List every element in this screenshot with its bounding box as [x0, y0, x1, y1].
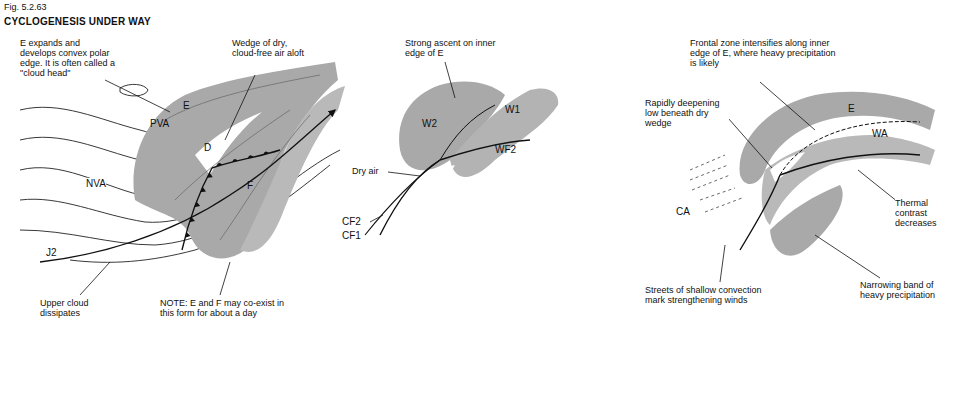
- annotation-label: Frontal zone intensifies along inner edg…: [690, 38, 836, 68]
- region-symbol: F: [247, 180, 253, 191]
- region-symbol: E: [848, 103, 855, 114]
- annotation-label: Dry air: [352, 166, 379, 176]
- cold-front-symbol: [194, 202, 200, 208]
- annotation-label: Wedge of dry, cloud-free air aloft: [232, 38, 306, 58]
- figure-title: CYCLOGENESIS UNDER WAY: [4, 16, 151, 27]
- annotation-label: Fig. 5.2.63: [4, 2, 47, 12]
- annotation-label: Upper cloud dissipates: [40, 298, 120, 318]
- region-symbol: CF2: [342, 216, 361, 227]
- annotation-label: NOTE: E and F may co-exist in this form …: [160, 298, 300, 318]
- warm-front-symbol: [248, 155, 254, 158]
- region-symbol: W2: [422, 118, 437, 129]
- region-symbol: PVA: [150, 118, 169, 129]
- region-symbol: D: [204, 142, 211, 153]
- annotation-label: Rapidly deepening low beneath dry wedge: [645, 98, 729, 128]
- cold-front-symbol: [189, 217, 195, 223]
- warm-front-symbol: [217, 163, 223, 166]
- cold-front-symbol: [200, 187, 206, 193]
- annotation-label: Thermal contrast decreases: [895, 198, 961, 228]
- region-symbol: NVA: [86, 178, 106, 189]
- panel-two: [365, 62, 558, 235]
- warm-front-symbol: [232, 159, 238, 162]
- cold-front-symbol: [185, 232, 191, 238]
- region-symbol: WA: [872, 128, 888, 139]
- region-symbol: CA: [676, 206, 690, 217]
- annotation-label: Narrowing band of heavy precipitation: [860, 280, 960, 300]
- region-symbol: CF1: [342, 230, 361, 241]
- panel-one: [20, 62, 345, 295]
- region-symbol: WF2: [495, 144, 516, 155]
- region-symbol: W1: [505, 104, 520, 115]
- cold-front-symbol: [207, 172, 213, 177]
- region-symbol: J2: [46, 247, 57, 258]
- annotation-label: Strong ascent on inner edge of E: [405, 38, 501, 58]
- annotation-label: Streets of shallow convection mark stren…: [645, 285, 763, 305]
- warm-front-symbol: [263, 152, 269, 155]
- annotation-label: E expands and develops convex polar edge…: [20, 38, 118, 78]
- region-symbol: E: [183, 100, 190, 111]
